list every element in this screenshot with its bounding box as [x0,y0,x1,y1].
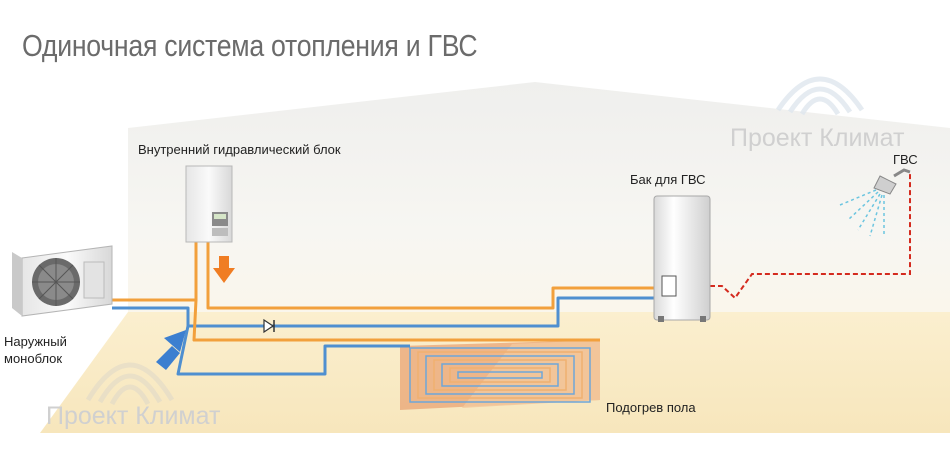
outdoor-unit-label-line2: моноблок [4,351,63,366]
flow-down-arrow-icon [213,256,235,283]
check-valve-icon [262,318,278,334]
tank-label: Бак для ГВС [630,172,706,187]
floor-heating-coil [400,340,600,410]
cold-water-pipes [112,296,655,376]
hot-water-pipes [112,242,655,342]
watermark-text-bottom: Проект Климат [46,402,221,430]
page-title: Одиночная система отопления и ГВС [22,28,478,63]
dhw-tank [653,195,711,322]
watermark-logo-icon-bottom [85,362,175,406]
dhw-pipe [710,172,911,300]
watermark-logo-icon [775,76,865,116]
shower-head-icon [839,168,911,237]
indoor-unit-label: Внутренний гидравлический блок [138,142,341,157]
room-wall [128,82,950,332]
floor-heating-label: Подогрев пола [606,400,696,415]
outdoor-monoblock-unit [12,245,113,317]
watermark-text-top: Проект Климат [730,124,905,152]
dhw-label: ГВС [893,152,918,167]
flow-up-arrow-icon [156,330,186,370]
indoor-hydraulic-unit [185,165,233,243]
outdoor-unit-label-line1: Наружный [4,334,67,349]
